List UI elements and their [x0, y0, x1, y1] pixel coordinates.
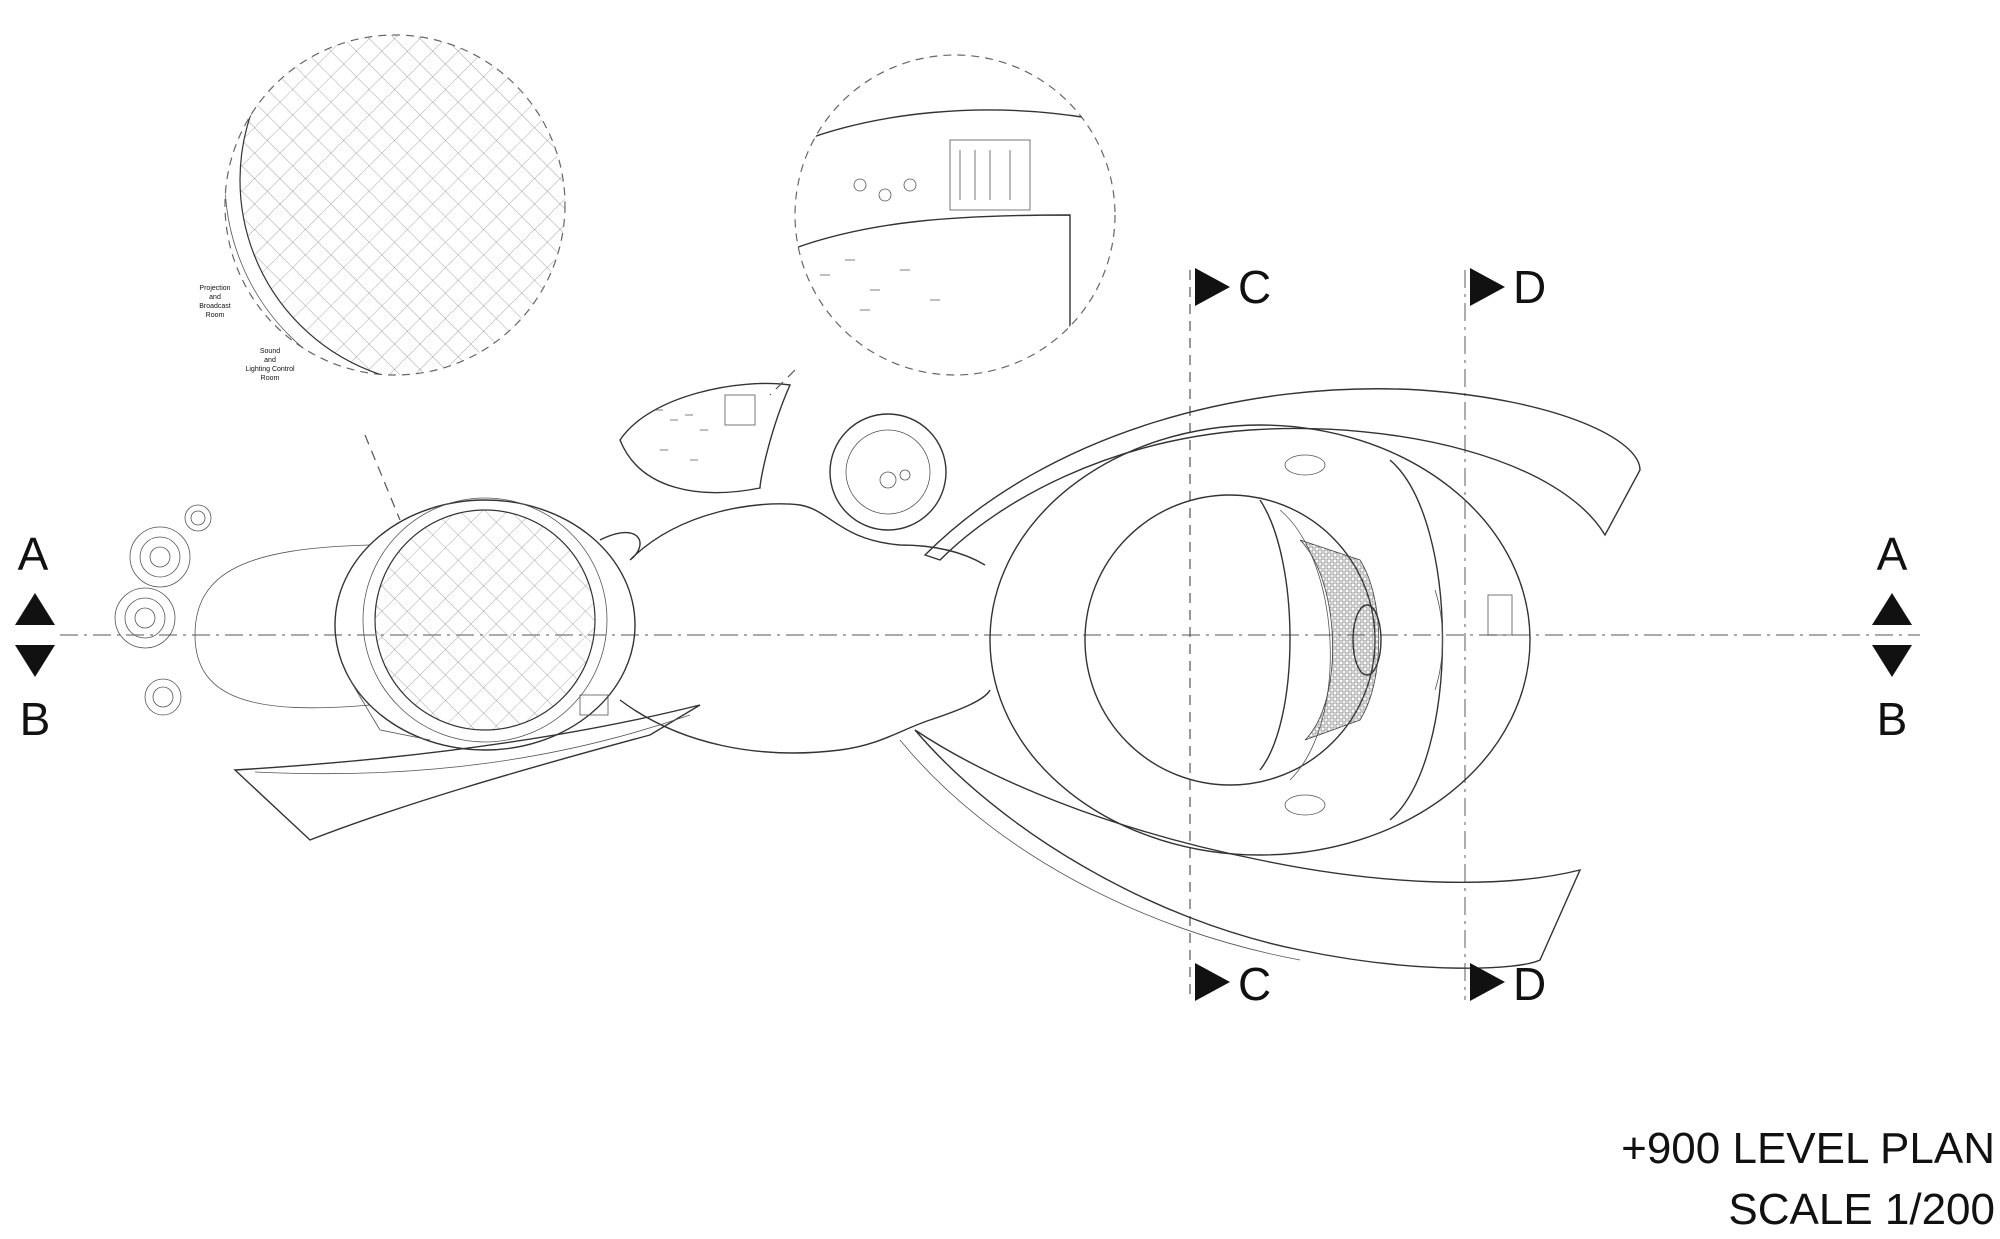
planetarium-dome: [349, 497, 609, 743]
cafe-pod: [619, 382, 792, 494]
sound-room-label-3: Lighting Control: [245, 366, 294, 373]
projection-room-label-1: Projection: [199, 285, 230, 292]
theatre-hall: [1084, 454, 1513, 821]
section-label-d-top: D: [1513, 261, 1546, 313]
section-marker-d-top[interactable]: D: [1470, 261, 1546, 313]
sound-room-label-4: Room: [261, 375, 280, 382]
section-marker-c-top[interactable]: C: [1195, 261, 1271, 313]
section-marker-a-left[interactable]: A: [15, 528, 55, 625]
section-marker-d-bottom[interactable]: D: [1470, 958, 1546, 1010]
sound-room-label-1: Sound: [260, 348, 280, 355]
planetarium-detail-callout: Projection and Broadcast Room Sound and …: [199, 34, 566, 521]
section-label-a-right: A: [1877, 528, 1908, 580]
building-outline: [194, 388, 1641, 969]
projection-room-label-2: and: [209, 294, 221, 301]
section-marker-b-left[interactable]: B: [15, 645, 55, 745]
stair-tower: [829, 413, 947, 531]
section-marker-b-right[interactable]: B: [1872, 645, 1912, 745]
section-marker-c-bottom[interactable]: C: [1195, 958, 1271, 1010]
section-label-a-left: A: [18, 528, 49, 580]
section-label-c-top: C: [1238, 261, 1271, 313]
title-block: +900 LEVEL PLAN SCALE 1/200: [1621, 1124, 1995, 1234]
projection-room-label-3: Broadcast: [199, 303, 231, 310]
projection-room-label-4: Room: [206, 312, 225, 319]
section-label-c-bottom: C: [1238, 958, 1271, 1010]
section-label-b-right: B: [1877, 693, 1908, 745]
plan-scale: SCALE 1/200: [1728, 1185, 1995, 1234]
sound-room-label-2: and: [264, 357, 276, 364]
cafe-detail-callout: [769, 54, 1116, 396]
plan-title: +900 LEVEL PLAN: [1621, 1124, 1995, 1173]
section-label-b-left: B: [20, 693, 51, 745]
section-marker-a-right[interactable]: A: [1872, 528, 1912, 625]
section-label-d-bottom: D: [1513, 958, 1546, 1010]
spiral-icons: [114, 504, 212, 716]
